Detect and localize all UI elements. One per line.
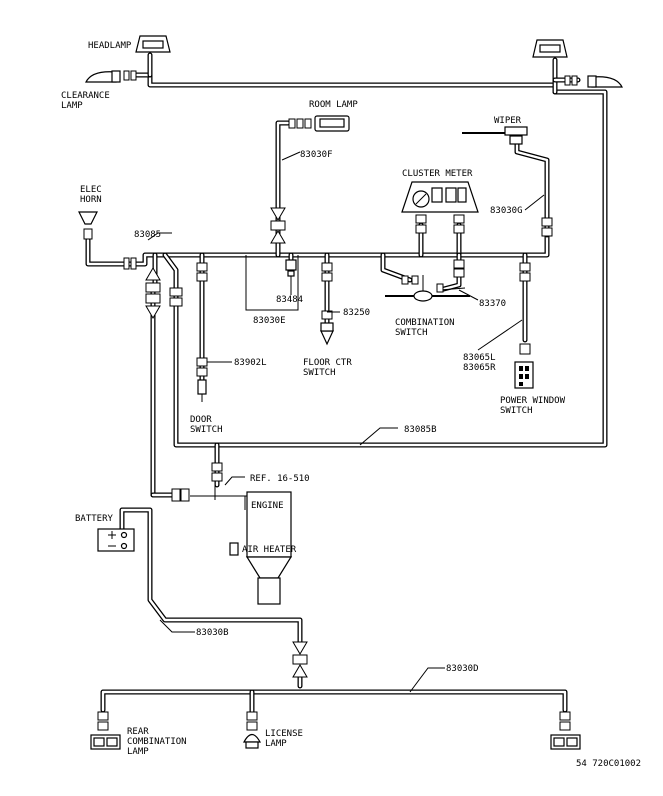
label-wiper: WIPER [494, 116, 522, 126]
leader-lines [147, 151, 545, 693]
label-battery: BATTERY [75, 514, 114, 524]
label-harness-83250: 83250 [343, 308, 370, 318]
license-lamp-icon [242, 733, 262, 749]
label-elec-horn-2: HORN [80, 195, 102, 205]
floor-ctr-switch-icon [320, 322, 334, 346]
label-floor-ctr-switch-1: FLOOR CTR [303, 358, 352, 368]
clearance-lamp-left-icon [85, 70, 121, 83]
label-headlamp: HEADLAMP [88, 41, 132, 51]
label-harness-83030E: 83030E [253, 316, 286, 326]
label-part-83370: 83370 [479, 299, 506, 309]
label-harness-83085B: 83085B [404, 425, 437, 435]
wiper-icon [462, 126, 528, 145]
label-floor-ctr-switch-2: SWITCH [303, 368, 336, 378]
headlamp-left-icon [135, 35, 171, 53]
label-room-lamp: ROOM LAMP [309, 100, 358, 110]
label-harness-83065R: 83065R [463, 363, 496, 373]
power-window-switch-icon [514, 343, 534, 389]
clearance-lamp-right-icon [587, 75, 623, 88]
rear-combination-lamp-right-icon [550, 734, 581, 750]
connectors [83, 207, 571, 731]
clearance-connectors [123, 70, 578, 86]
label-part-83484: 83484 [276, 295, 303, 305]
door-switch-icon [197, 379, 207, 402]
label-combination-switch-1: COMBINATION [395, 318, 455, 328]
label-harness-83902L: 83902L [234, 358, 267, 368]
label-door-switch-1: DOOR [190, 415, 212, 425]
combination-switch-icon [385, 275, 470, 302]
label-combination-switch-2: SWITCH [395, 328, 428, 338]
label-clearance-lamp-1: CLEARANCE [61, 91, 110, 101]
label-figure-id: 54 720C01002 [576, 759, 641, 769]
part-83484-icon [285, 259, 297, 277]
headlamp-right-icon [532, 39, 568, 58]
label-door-switch-2: SWITCH [190, 425, 223, 435]
label-clearance-lamp-2: LAMP [61, 101, 83, 111]
battery-icon [97, 528, 135, 552]
label-harness-83030G: 83030G [490, 206, 523, 216]
rear-combination-lamp-left-icon [90, 734, 121, 750]
label-rear-combination-lamp-1: REAR [127, 727, 149, 737]
text-labels: HEADLAMP CLEARANCE LAMP ROOM LAMP WIPER … [61, 41, 641, 769]
label-ref: REF. 16-510 [250, 474, 310, 484]
label-rear-combination-lamp-3: LAMP [127, 747, 149, 757]
label-air-heater: AIR HEATER [242, 545, 297, 555]
label-harness-83030B: 83030B [196, 628, 229, 638]
label-power-window-switch-1: POWER WINDOW [500, 396, 566, 406]
label-harness-83030F: 83030F [300, 150, 333, 160]
label-cluster-meter: CLUSTER METER [402, 169, 473, 179]
label-license-lamp-2: LAMP [265, 739, 287, 749]
elec-horn-icon [78, 211, 98, 225]
label-harness-83065L: 83065L [463, 353, 496, 363]
engine-air-heater-icon [229, 491, 293, 605]
label-license-lamp-1: LICENSE [265, 729, 303, 739]
label-harness-83030D: 83030D [446, 664, 479, 674]
room-lamp-icon [288, 115, 350, 132]
label-rear-combination-lamp-2: COMBINATION [127, 737, 187, 747]
label-elec-horn-1: ELEC [80, 185, 102, 195]
label-power-window-switch-2: SWITCH [500, 406, 533, 416]
label-harness-83085: 83085 [134, 230, 161, 240]
label-engine: ENGINE [251, 501, 284, 511]
cluster-meter-icon [401, 181, 479, 213]
